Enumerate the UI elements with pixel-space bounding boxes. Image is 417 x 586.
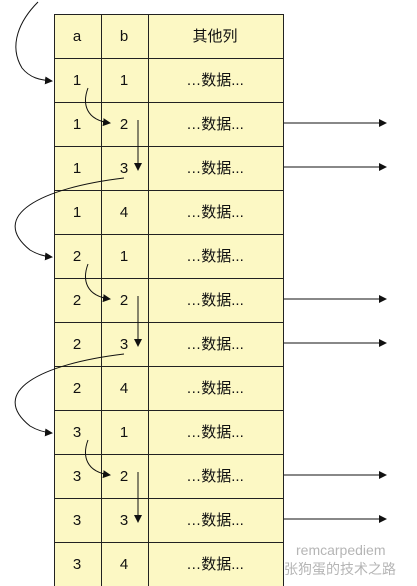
cell-b: 3 [120, 512, 128, 529]
cell-a: 3 [73, 556, 81, 573]
table-cell [101, 542, 149, 586]
table-cell [54, 542, 102, 586]
cell-data: …数据... [186, 160, 244, 177]
table-cell [101, 234, 149, 279]
table-cell [148, 190, 284, 235]
cell-b: 3 [120, 160, 128, 177]
cell-data: …数据... [186, 468, 244, 485]
header-2: 其他列 [192, 28, 237, 45]
cell-a: 1 [73, 160, 81, 177]
cell-data: …数据... [186, 512, 244, 529]
watermark-line1: remcarpediem [296, 542, 385, 558]
cell-a: 3 [73, 512, 81, 529]
cell-a: 1 [73, 72, 81, 89]
cell-a: 2 [73, 380, 81, 397]
table-cell [54, 454, 102, 499]
header-1: b [120, 28, 128, 45]
entry-arrow [15, 1, 53, 85]
table-cell [148, 146, 284, 191]
header-cell [101, 14, 149, 59]
cell-b: 2 [120, 116, 128, 133]
cell-data: …数据... [186, 380, 244, 397]
cell-a: 1 [73, 116, 81, 133]
hook-arrow [85, 439, 111, 479]
loop-arrow [14, 353, 125, 437]
cell-b: 4 [120, 204, 128, 221]
cell-a: 2 [73, 292, 81, 309]
index-table: a b 其他列 1 1 …数据... 1 2 …数据... 1 3 …数据... 1 4 …数据... 2 1 …… [54, 14, 284, 586]
cell-data: …数据... [186, 204, 244, 221]
table-cell [148, 542, 284, 586]
table-cell [54, 278, 102, 323]
cell-data: …数据... [186, 424, 244, 441]
cell-data: …数据... [186, 556, 244, 573]
table-cell [54, 410, 102, 455]
cell-b: 4 [120, 380, 128, 397]
scan-arrows [14, 1, 387, 523]
cell-b: 1 [120, 72, 128, 89]
cell-a: 2 [73, 336, 81, 353]
cell-b: 1 [120, 424, 128, 441]
table-cell [54, 322, 102, 367]
table-cell [54, 146, 102, 191]
cell-b: 2 [120, 468, 128, 485]
table-cell [148, 278, 284, 323]
watermark-line2: 张狗蛋的技术之路 [284, 561, 396, 577]
cell-data: …数据... [186, 248, 244, 265]
hook-arrow [85, 263, 111, 303]
cell-b: 2 [120, 292, 128, 309]
table-cell [148, 58, 284, 103]
header-0: a [73, 28, 82, 45]
header-cell [54, 14, 102, 59]
hook-arrow [85, 87, 111, 127]
table-cell [101, 410, 149, 455]
cell-data: …数据... [186, 116, 244, 133]
table-cell [148, 454, 284, 499]
table-cell [101, 190, 149, 235]
cell-a: 3 [73, 468, 81, 485]
cell-a: 1 [73, 204, 81, 221]
cell-data: …数据... [186, 72, 244, 89]
cell-b: 4 [120, 556, 128, 573]
watermark: remcarpediem 张狗蛋的技术之路 [284, 542, 396, 577]
loop-arrow [14, 177, 125, 261]
table-cell [148, 410, 284, 455]
cell-a: 2 [73, 248, 81, 265]
cell-b: 1 [120, 248, 128, 265]
table-cell [148, 498, 284, 543]
cell-a: 3 [73, 424, 81, 441]
cell-data: …数据... [186, 292, 244, 309]
table-cell [54, 234, 102, 279]
cell-data: …数据... [186, 336, 244, 353]
table-cell [148, 366, 284, 411]
table-cell [148, 322, 284, 367]
table-cell [148, 234, 284, 279]
header-cell [148, 14, 284, 59]
cell-b: 3 [120, 336, 128, 353]
